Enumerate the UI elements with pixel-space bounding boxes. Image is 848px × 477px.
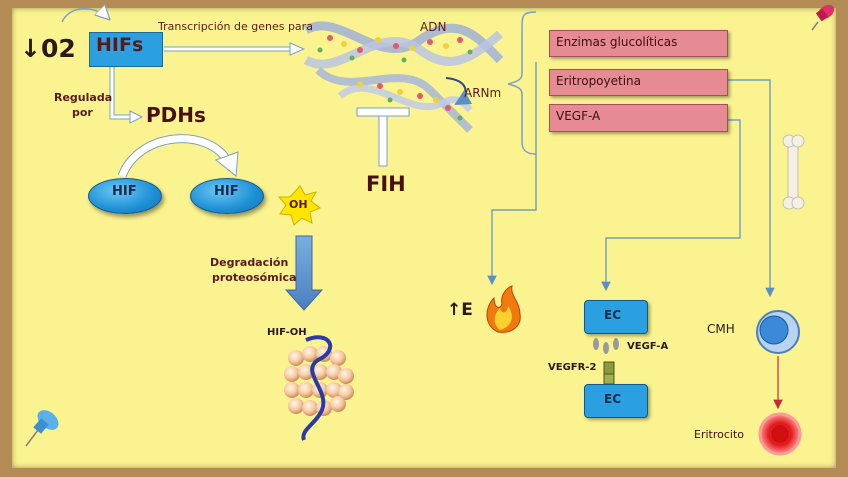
fih-label: FIH bbox=[366, 172, 406, 196]
degradacion-line1: Degradación bbox=[210, 256, 289, 269]
hifs-to-pdhs-arrow bbox=[109, 66, 144, 124]
hif-ellipse-left bbox=[88, 178, 162, 214]
o2-indicator: ↓02 bbox=[20, 34, 76, 63]
hif-right-label: HIF bbox=[214, 184, 239, 199]
ec-bottom-box bbox=[584, 384, 648, 418]
proteasome-icon bbox=[284, 335, 354, 441]
pushpin-top-right-icon bbox=[811, 4, 835, 31]
vegfr2-label: VEGFR-2 bbox=[548, 362, 597, 373]
o2-curve-arrow bbox=[61, 9, 108, 23]
bone-icon bbox=[782, 134, 805, 210]
vegfa-molecules bbox=[593, 338, 619, 354]
arnm-arrow bbox=[445, 77, 473, 105]
cmh-label: CMH bbox=[707, 322, 735, 336]
vegfa-to-ec-line bbox=[601, 119, 741, 292]
ec-top-box bbox=[584, 300, 648, 334]
ec-bottom-label: EC bbox=[604, 392, 622, 406]
gene-bracket bbox=[507, 11, 537, 155]
adn-label: ADN bbox=[420, 20, 447, 34]
gene-vegfa-box bbox=[549, 104, 728, 132]
flame-icon bbox=[486, 285, 521, 333]
transcripcion-label: Transcripción de genes para bbox=[158, 20, 313, 33]
epo-to-cmh-line bbox=[727, 79, 775, 298]
gene-eritropoyetina-box bbox=[549, 69, 728, 96]
gene-enzimas-box bbox=[549, 30, 728, 57]
energy-label: ↑E bbox=[447, 300, 473, 320]
regulada-label: Regulada bbox=[54, 91, 113, 104]
pdhs-label: PDHs bbox=[146, 103, 206, 127]
degradation-arrow bbox=[284, 235, 324, 311]
ec-top-label: EC bbox=[604, 308, 622, 322]
enzimas-to-energy-line bbox=[487, 62, 537, 286]
gene-vegfa-label: VEGF-A bbox=[556, 109, 601, 123]
por-label: por bbox=[72, 106, 93, 119]
oh-star bbox=[277, 185, 321, 226]
eritrocito-cell bbox=[758, 412, 802, 456]
hif-curve-arrow bbox=[117, 134, 239, 178]
vegfa-small-label: VEGF-A bbox=[627, 341, 669, 352]
fih-inhibitor bbox=[356, 107, 410, 167]
hifs-label: HIFs bbox=[96, 34, 144, 56]
degradacion-line2: proteosómica bbox=[212, 271, 297, 284]
pushpin-bottom-left-icon bbox=[25, 410, 59, 447]
arnm-label: ARNm bbox=[464, 86, 502, 100]
oh-label: OH bbox=[289, 198, 308, 211]
hifs-to-dna-arrow bbox=[164, 42, 306, 56]
eritrocito-label: Eritrocito bbox=[694, 428, 744, 441]
hifs-box bbox=[89, 32, 163, 67]
vegfr2-receptor bbox=[603, 361, 615, 385]
cmh-cell bbox=[756, 310, 800, 354]
gene-enzimas-label: Enzimas glucolíticas bbox=[556, 35, 678, 49]
hif-ellipse-right bbox=[190, 178, 264, 214]
hif-left-label: HIF bbox=[112, 184, 137, 199]
hifoh-label: HIF-OH bbox=[267, 327, 307, 338]
gene-eritropoyetina-label: Eritropoyetina bbox=[556, 74, 642, 88]
